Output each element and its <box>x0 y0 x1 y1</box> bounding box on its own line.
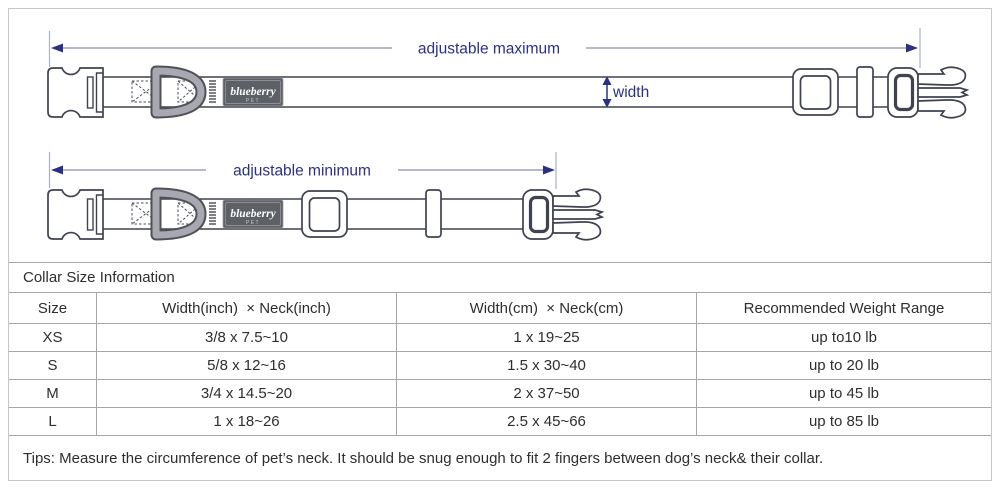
clip-prong-top <box>552 188 602 208</box>
clip-prong-bottom <box>552 221 602 241</box>
col-header-cm: Width(cm) × Neck(cm) <box>396 293 696 323</box>
size-cell: L <box>48 413 57 430</box>
buckle-slot <box>86 198 94 231</box>
buckle-slot <box>86 76 94 109</box>
inch-cell: 3/4 x 14.5~20 <box>96 380 396 407</box>
col-header-inch: Width(inch) × Neck(inch) <box>96 293 396 323</box>
table-row-xs: XS 3/8 x 7.5~10 1 x 19~25 up to10 lb <box>9 324 991 352</box>
min-dimension-arrow: adjustable minimum <box>48 152 557 189</box>
arrowhead-left-icon <box>51 43 63 53</box>
width-annotation: width <box>602 76 649 108</box>
weight-cell: up to 45 lb <box>696 380 991 407</box>
max-dimension-label: adjustable maximum <box>418 41 560 58</box>
collar-diagrams: adjustable maximum width <box>47 28 970 241</box>
d-ring <box>150 187 207 241</box>
tips-row: Tips: Measure the circumference of pet’s… <box>9 436 991 480</box>
arrowhead-down-icon <box>602 99 612 108</box>
webbing-end <box>209 80 216 103</box>
cm-cell: 2 x 37~50 <box>396 380 696 407</box>
collar-diagram-max: blueberry PET <box>47 65 970 119</box>
table-title-row: Collar Size Information <box>9 263 991 293</box>
clip-prong-middle <box>552 209 605 220</box>
cm-cell: 2.5 x 45~66 <box>396 408 696 435</box>
col-header-size: Size <box>37 299 68 317</box>
table-row-m: M 3/4 x 14.5~20 2 x 37~50 up to 45 lb <box>9 380 991 408</box>
male-clip <box>522 188 605 241</box>
arrowhead-right-icon <box>906 43 918 53</box>
strap <box>92 76 889 108</box>
infographic-frame: adjustable maximum width <box>8 8 992 481</box>
cm-cell: 1 x 19~25 <box>396 324 696 351</box>
weight-cell: up to 85 lb <box>696 408 991 435</box>
table-header-row: Size Width(inch) × Neck(inch) Width(cm) … <box>9 293 991 324</box>
webbing-end <box>209 202 216 225</box>
brand-name: blueberry <box>230 208 276 220</box>
brand-label: blueberry PET <box>222 77 284 107</box>
size-cell: M <box>46 385 59 402</box>
brand-sub: PET <box>246 98 260 104</box>
stitch-box <box>131 202 203 225</box>
table-title: Collar Size Information <box>23 269 175 286</box>
brand-name: blueberry <box>230 86 276 98</box>
inch-cell: 5/8 x 12~16 <box>96 352 396 379</box>
female-buckle <box>47 189 104 240</box>
clip-prong-middle <box>917 87 970 98</box>
buckle-bracket <box>95 72 103 113</box>
arrowhead-left-icon <box>51 165 63 175</box>
arrowhead-right-icon <box>543 165 555 175</box>
max-dimension-arrow: adjustable maximum <box>48 28 921 68</box>
inch-cell: 3/8 x 7.5~10 <box>96 324 396 351</box>
stitch-box <box>131 80 203 103</box>
min-dimension-label: adjustable minimum <box>233 163 371 180</box>
clip-prong-bottom <box>917 99 967 119</box>
weight-cell: up to10 lb <box>696 324 991 351</box>
strap-keeper <box>856 66 874 118</box>
inch-cell: 1 x 18~26 <box>96 408 396 435</box>
male-clip <box>887 66 970 119</box>
size-cell: S <box>47 357 58 374</box>
brand-sub: PET <box>246 220 260 226</box>
arrowhead-up-icon <box>602 76 612 85</box>
width-label: width <box>612 84 649 101</box>
cm-cell: 1.5 x 30~40 <box>396 352 696 379</box>
clip-prong-top <box>917 66 967 86</box>
collar-size-table: Collar Size Information Size Width(inch)… <box>9 262 991 480</box>
tips-text: Tips: Measure the circumference of pet’s… <box>23 449 824 467</box>
collar-diagram-min: blueberry PET <box>47 187 605 241</box>
weight-cell: up to 20 lb <box>696 352 991 379</box>
tri-glide-slider <box>301 190 348 238</box>
d-ring <box>150 65 207 119</box>
tri-glide-slider <box>792 68 839 116</box>
buckle-bracket <box>95 194 103 235</box>
table-row-l: L 1 x 18~26 2.5 x 45~66 up to 85 lb <box>9 408 991 436</box>
col-header-weight: Recommended Weight Range <box>696 293 991 323</box>
size-cell: XS <box>42 329 63 346</box>
brand-label: blueberry PET <box>222 199 284 229</box>
strap-keeper <box>425 189 442 238</box>
table-row-s: S 5/8 x 12~16 1.5 x 30~40 up to 20 lb <box>9 352 991 380</box>
female-buckle <box>47 67 104 118</box>
